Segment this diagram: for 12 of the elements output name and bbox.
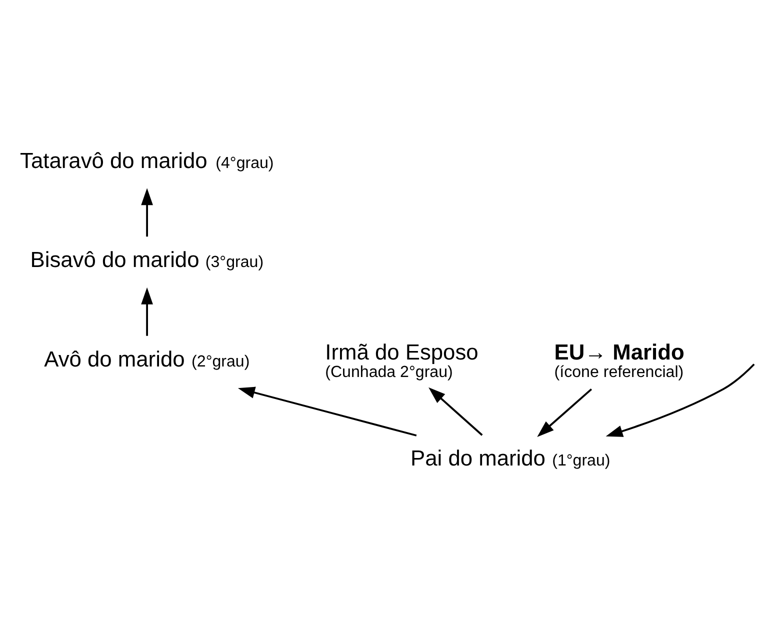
node-text: Bisavô do marido (3°grau) xyxy=(30,247,264,272)
arrow xyxy=(537,388,592,438)
arrow xyxy=(606,364,755,437)
node-text: Tataravô do marido (4°grau) xyxy=(20,148,274,173)
node-text: Pai do marido (1°grau) xyxy=(410,446,610,471)
arrow xyxy=(141,188,153,237)
node-text: Avô do marido (2°grau) xyxy=(44,346,250,372)
arrow xyxy=(428,387,483,436)
node-text: Irmã do Esposo (Cunhada 2°grau) xyxy=(325,340,478,381)
arrow xyxy=(141,287,153,336)
arrow xyxy=(238,386,417,436)
node-text: EU→ Marido (ícone referencial) xyxy=(554,340,684,381)
